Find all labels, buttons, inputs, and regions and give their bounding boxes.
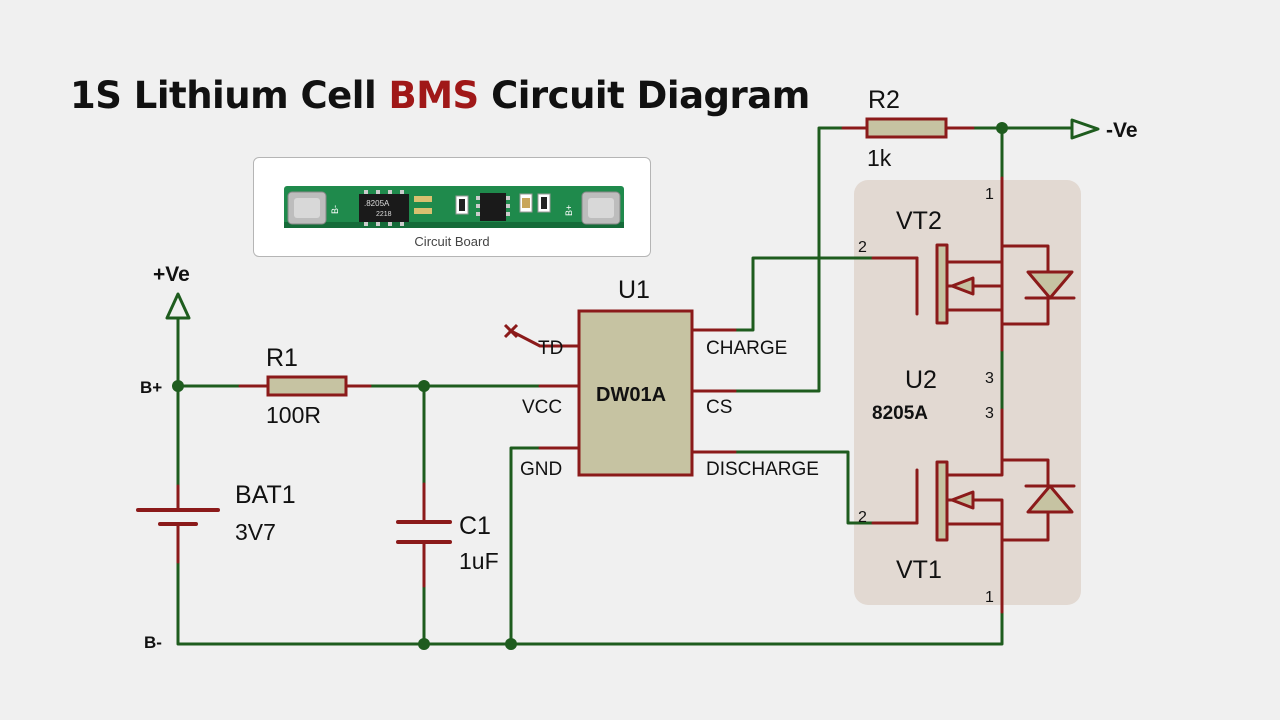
wire-discharge-gate [733, 450, 875, 525]
vt2-pin1-number: 1 [985, 186, 994, 203]
vplus-label: +Ve [153, 263, 190, 286]
u2-ref-label: U2 [905, 366, 937, 394]
r2-value-label: 1k [867, 145, 892, 171]
capacitor-c1-symbol [396, 520, 452, 544]
u2-chip-label: 8205A [872, 403, 928, 424]
ic-u1-body [577, 309, 694, 477]
board-b-plus-label: B+ [564, 205, 574, 216]
vt2-pin3-number: 3 [985, 370, 994, 387]
u1-pin-cs: CS [706, 397, 732, 418]
mosfet-vt1-symbol [871, 408, 1076, 614]
battery-bat1-symbol [136, 508, 220, 526]
bminus-label: B- [144, 633, 162, 652]
u1-chip-label: DW01A [596, 384, 666, 406]
bat1-ref-label: BAT1 [235, 481, 296, 509]
u1-ref-label: U1 [618, 276, 650, 304]
vt1-pin2-number: 2 [858, 509, 867, 526]
vminus-label: -Ve [1106, 119, 1138, 142]
page-title: 1S Lithium Cell BMS Circuit Diagram [70, 74, 810, 117]
wire-charge-gate [733, 256, 875, 332]
r2-ref-label: R2 [868, 86, 900, 114]
u1-pin-td: TD [538, 338, 563, 359]
vplus-terminal-icon [165, 292, 191, 320]
u1-pin-gnd: GND [520, 459, 562, 480]
junction-dots [172, 122, 1008, 650]
vt1-label: VT1 [896, 556, 942, 584]
vt1-pin3-number: 3 [985, 405, 994, 422]
vminus-terminal-icon [1070, 118, 1100, 140]
circuit-board-photo-card: B- B+ .8205A 2218 Circuit Board [253, 157, 651, 257]
r1-ref-label: R1 [266, 344, 298, 372]
mosfet-vt2-symbol [871, 176, 1076, 352]
board-caption: Circuit Board [414, 234, 490, 249]
wire-ground-rail [176, 560, 1004, 646]
title-part1: 1S Lithium Cell [70, 74, 389, 117]
resistor-r1-symbol [266, 375, 348, 397]
title-highlight: BMS [388, 74, 480, 117]
title-part2: Circuit Diagram [478, 74, 810, 117]
vt2-label: VT2 [896, 207, 942, 235]
board-chip-text: .8205A [364, 199, 390, 208]
board-chip-code: 2218 [376, 211, 392, 218]
board-8205a-chip: .8205A 2218 [359, 190, 409, 226]
vt1-pin1-number: 1 [985, 589, 994, 606]
td-no-connect-icon [503, 323, 541, 348]
r1-value-label: 100R [266, 402, 321, 428]
vt2-pin2-number: 2 [858, 239, 867, 256]
bat1-value-label: 3V7 [235, 519, 276, 545]
u1-pin-vcc: VCC [522, 397, 562, 418]
wire-cs-r2 [733, 126, 845, 393]
u1-pin-discharge: DISCHARGE [706, 459, 819, 480]
component-leads [176, 126, 975, 588]
c1-ref-label: C1 [459, 512, 491, 540]
c1-value-label: 1uF [459, 548, 499, 574]
wire-gnd [509, 446, 542, 646]
mosfet-package-highlight [854, 180, 1081, 605]
resistor-r2-symbol [865, 117, 948, 139]
bplus-label: B+ [140, 378, 162, 397]
u1-pin-charge: CHARGE [706, 338, 787, 359]
board-b-minus-label: B- [330, 205, 340, 214]
circuit-board-photo: B- B+ .8205A 2218 [284, 186, 624, 228]
wires [176, 126, 1072, 646]
